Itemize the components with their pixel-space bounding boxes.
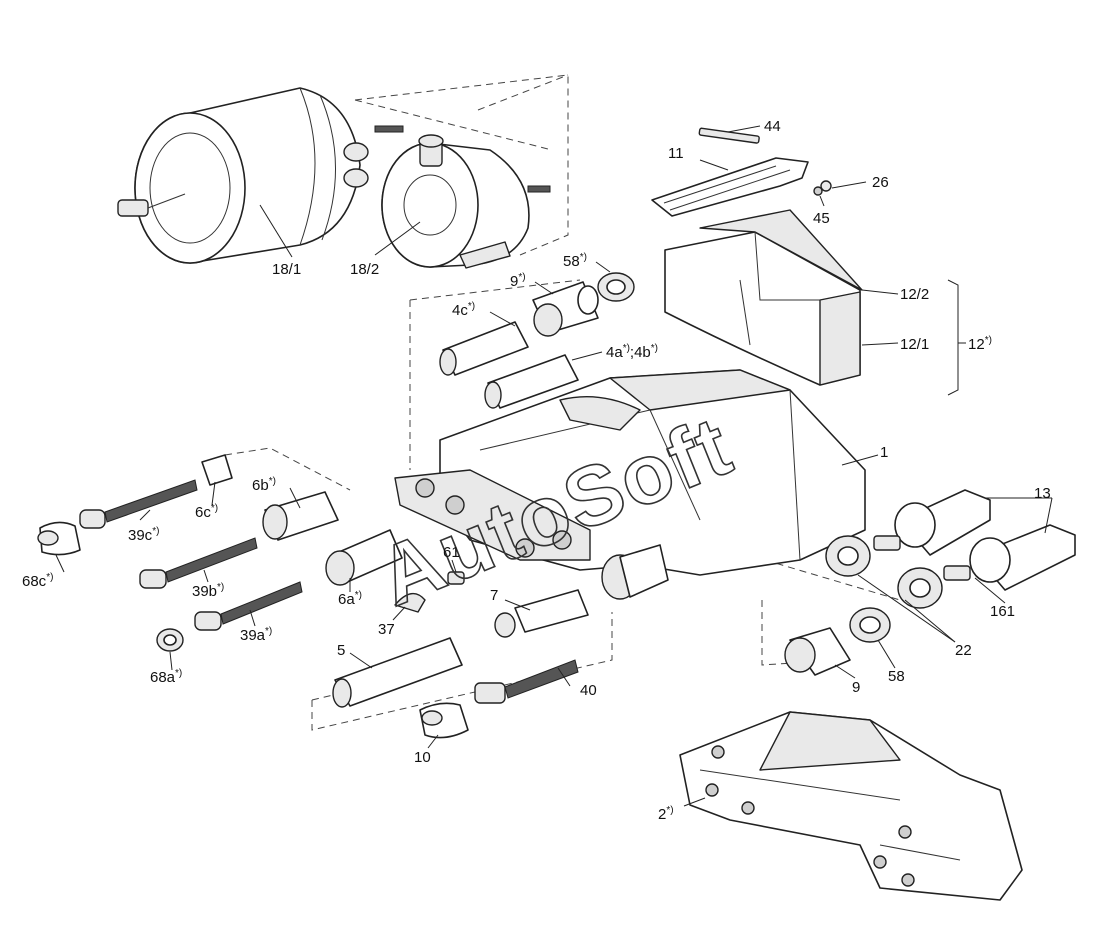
brake-pads-12 bbox=[664, 209, 863, 386]
label-40: 40 bbox=[580, 682, 597, 699]
label-12: 12*) bbox=[968, 335, 992, 353]
left-bolts-and-sleeves bbox=[37, 454, 403, 652]
caliper-housing-1 bbox=[394, 369, 866, 576]
label-12-2: 12/2 bbox=[900, 286, 929, 303]
label-58-bottom: 58 bbox=[888, 668, 905, 685]
part-labels: 44 11 26 45 18/1 18/2 58*) 9*) 4c*) 4a*)… bbox=[22, 118, 1051, 823]
label-18-1: 18/1 bbox=[272, 261, 301, 278]
label-13: 13 bbox=[1034, 485, 1051, 502]
label-10: 10 bbox=[414, 749, 431, 766]
label-9-bottom: 9 bbox=[852, 679, 860, 696]
label-26: 26 bbox=[872, 174, 889, 191]
bellows-13-22-161 bbox=[825, 489, 1076, 609]
label-39c: 39c*) bbox=[128, 526, 159, 544]
upper-guide-pins bbox=[439, 272, 635, 409]
label-7: 7 bbox=[490, 587, 498, 604]
label-4a-4b: 4a*);4b*) bbox=[606, 343, 658, 361]
label-12-1: 12/1 bbox=[900, 336, 929, 353]
label-6a: 6a*) bbox=[338, 590, 362, 608]
label-6b: 6b*) bbox=[252, 476, 276, 494]
label-18-2: 18/2 bbox=[350, 261, 379, 278]
label-11: 11 bbox=[668, 145, 684, 162]
spring-brake-chamber-18-1 bbox=[117, 87, 404, 264]
label-4c: 4c*) bbox=[452, 301, 475, 319]
carrier-bracket-2 bbox=[679, 711, 1023, 901]
leader-lines bbox=[55, 125, 1053, 807]
label-68a: 68a*) bbox=[150, 668, 182, 686]
label-44: 44 bbox=[764, 118, 781, 135]
label-45: 45 bbox=[813, 210, 830, 227]
label-58-top: 58*) bbox=[563, 252, 587, 270]
label-37: 37 bbox=[378, 621, 395, 638]
label-5: 5 bbox=[337, 642, 345, 659]
label-2: 2*) bbox=[658, 805, 674, 823]
label-68c: 68c*) bbox=[22, 572, 53, 590]
label-9-top: 9*) bbox=[510, 272, 526, 290]
label-61: 61 bbox=[443, 544, 460, 561]
label-1: 1 bbox=[880, 444, 888, 461]
label-6c: 6c*) bbox=[195, 503, 218, 521]
pad-retainer-hardware bbox=[651, 127, 832, 217]
label-39b: 39b*) bbox=[192, 582, 224, 600]
label-161: 161 bbox=[990, 603, 1015, 620]
label-22: 22 bbox=[955, 642, 972, 659]
service-brake-chamber-18-2 bbox=[381, 134, 551, 269]
label-39a: 39a*) bbox=[240, 626, 272, 644]
